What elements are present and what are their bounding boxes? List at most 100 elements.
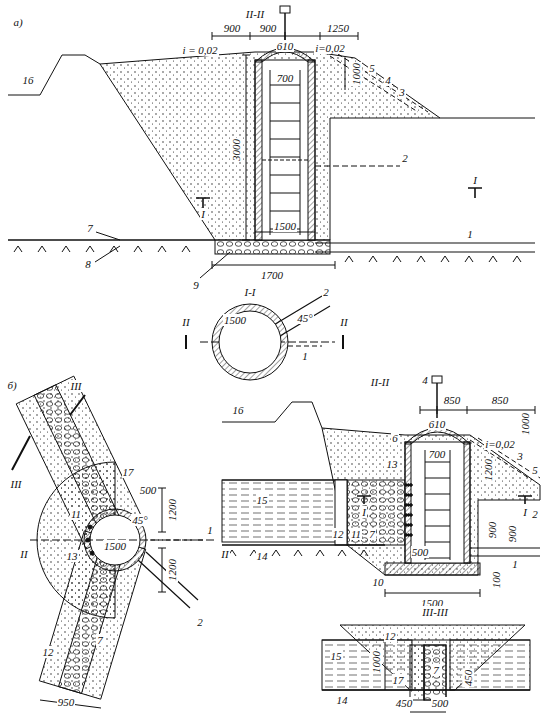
stroke bbox=[66, 246, 70, 252]
stroke bbox=[270, 157, 300, 158]
stroke bbox=[134, 246, 138, 252]
callout-label: 12 bbox=[332, 528, 345, 540]
dimension-text: 450 bbox=[462, 669, 474, 688]
ground-ticks bbox=[228, 550, 368, 556]
ladder bbox=[270, 70, 300, 235]
plan-b bbox=[12, 376, 215, 708]
stroke bbox=[270, 70, 271, 235]
hole bbox=[410, 534, 413, 537]
hole bbox=[410, 514, 413, 517]
callout-label: 14 bbox=[336, 694, 349, 706]
callout-label: 1700 bbox=[260, 269, 284, 281]
stroke bbox=[18, 246, 22, 252]
callout-label: 1 bbox=[466, 228, 474, 240]
callout-label: I bbox=[361, 506, 367, 518]
callout-label: 900 bbox=[223, 22, 242, 34]
stroke bbox=[425, 450, 426, 560]
callout-label: I-I bbox=[244, 286, 257, 298]
callout-label: а) bbox=[12, 16, 23, 28]
stroke bbox=[270, 193, 300, 194]
stroke bbox=[342, 550, 346, 556]
callout-label: 1500 bbox=[223, 314, 247, 326]
stroke bbox=[250, 550, 254, 556]
stroke bbox=[517, 256, 521, 262]
stroke bbox=[158, 246, 162, 252]
callout-label: 1500 bbox=[273, 220, 297, 232]
callout-label: 17 bbox=[392, 674, 405, 686]
stroke bbox=[300, 70, 301, 235]
callout-label: II bbox=[220, 548, 229, 560]
stroke bbox=[425, 526, 450, 527]
callout-label: III bbox=[10, 478, 23, 490]
stroke bbox=[465, 256, 469, 262]
callout-label: 1250 bbox=[326, 22, 350, 34]
callout-label: 610 bbox=[428, 418, 447, 430]
stroke bbox=[450, 450, 451, 560]
stroke bbox=[369, 256, 373, 262]
callout-label: 1 bbox=[206, 524, 214, 536]
callout-label: 1 bbox=[511, 558, 519, 570]
callout-label: 500 bbox=[411, 546, 430, 558]
section-c bbox=[322, 625, 530, 712]
stroke bbox=[397, 256, 401, 262]
callout-label: I bbox=[472, 174, 478, 186]
stroke bbox=[270, 175, 300, 176]
callout-label: 450 bbox=[395, 697, 414, 709]
stroke bbox=[272, 550, 276, 556]
stroke bbox=[445, 256, 449, 262]
stroke bbox=[469, 256, 473, 262]
stroke bbox=[320, 550, 324, 556]
perforation bbox=[405, 484, 413, 537]
callout-label: 4 bbox=[421, 374, 429, 386]
callout-label: 16 bbox=[22, 74, 35, 86]
stroke bbox=[62, 246, 66, 252]
callout-label: II-II bbox=[245, 8, 265, 20]
stroke bbox=[138, 246, 142, 252]
stroke bbox=[493, 256, 497, 262]
plan-a bbox=[186, 296, 343, 380]
stroke bbox=[38, 246, 42, 252]
callout-label: 15 bbox=[330, 650, 343, 662]
dimension-text: 1000 bbox=[370, 650, 382, 674]
callout-label: i = 0,02 bbox=[181, 44, 218, 56]
stroke bbox=[425, 478, 450, 479]
callout-label: 9 bbox=[192, 279, 200, 291]
stroke bbox=[425, 494, 450, 495]
callout-label: 5 bbox=[368, 62, 376, 74]
callout-label: 6 bbox=[391, 432, 399, 444]
callout-label: II bbox=[181, 316, 190, 328]
callout-label: I bbox=[200, 208, 206, 220]
callout-label: II bbox=[19, 548, 28, 560]
hole bbox=[410, 504, 413, 507]
stroke bbox=[86, 246, 90, 252]
stroke bbox=[316, 550, 320, 556]
stroke bbox=[14, 246, 18, 252]
stroke bbox=[364, 550, 368, 556]
stroke bbox=[393, 256, 397, 262]
callout-label: 700 bbox=[428, 448, 447, 460]
stroke bbox=[232, 550, 236, 556]
dimension-text: 1200 bbox=[166, 558, 178, 582]
stroke bbox=[373, 256, 377, 262]
callout-label: 850 bbox=[491, 394, 510, 406]
callout-label: 7 bbox=[86, 222, 94, 234]
stroke bbox=[42, 246, 46, 252]
callout-label: 1500 bbox=[103, 540, 127, 552]
callout-label: i=0,02 bbox=[314, 42, 346, 54]
stroke bbox=[294, 550, 298, 556]
callout-label: 11 bbox=[70, 508, 82, 520]
callout-label: 500 bbox=[139, 484, 158, 496]
callout-label: 13 bbox=[386, 458, 399, 470]
callout-label: 500 bbox=[431, 697, 450, 709]
section-a bbox=[8, 6, 535, 278]
stroke bbox=[421, 256, 425, 262]
stroke bbox=[417, 256, 421, 262]
stroke bbox=[441, 256, 445, 262]
callout-label: 900 bbox=[259, 22, 278, 34]
callout-label: I bbox=[522, 506, 528, 518]
callout-label: 16 bbox=[232, 404, 245, 416]
callout-label: 850 bbox=[443, 394, 462, 406]
callout-label: 700 bbox=[276, 72, 295, 84]
callout-label: 14 bbox=[256, 550, 269, 562]
